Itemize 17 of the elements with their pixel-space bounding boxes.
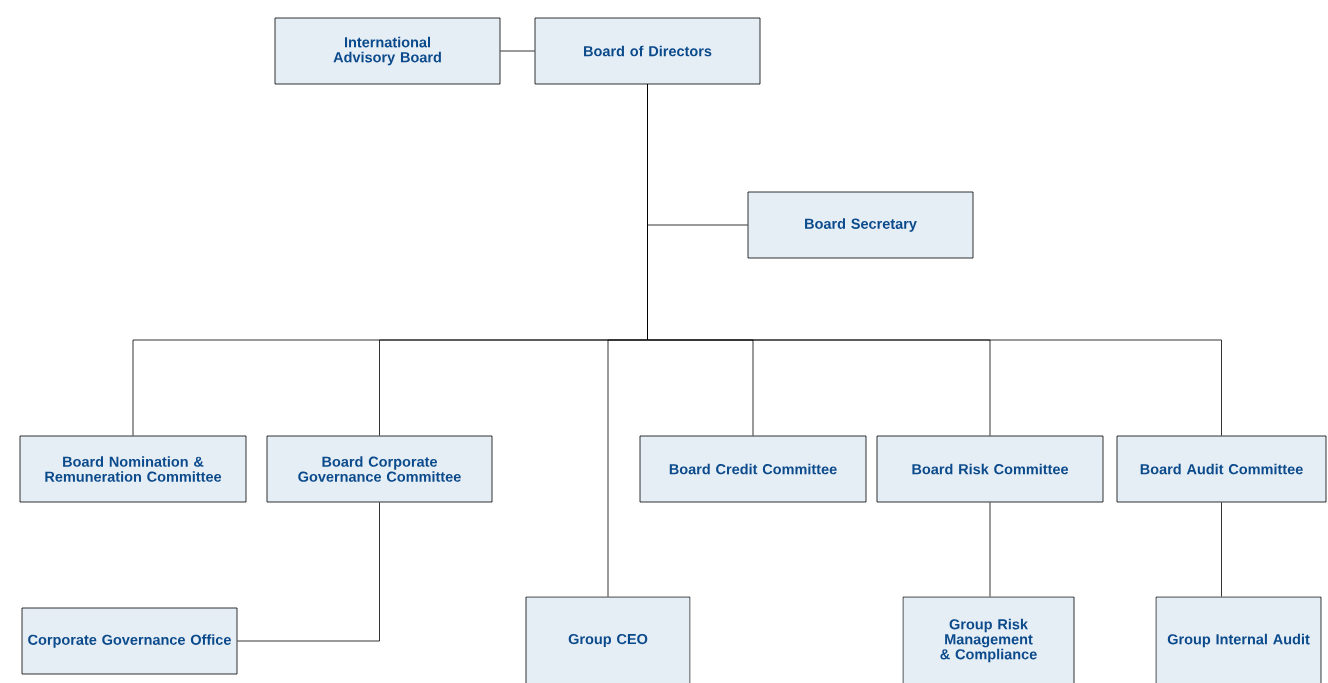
connector-line bbox=[989, 502, 991, 597]
org-box: Corporate Governance Office bbox=[21, 607, 238, 675]
connector-line bbox=[607, 84, 648, 597]
org-box: Board Secretary bbox=[747, 191, 974, 259]
connector-line bbox=[1221, 502, 1222, 597]
org-box: Board of Directors bbox=[534, 17, 761, 85]
org-box: International Advisory Board bbox=[274, 17, 501, 85]
org-box: Group Risk Management & Compliance bbox=[902, 596, 1075, 683]
org-box: Group CEO bbox=[525, 596, 691, 683]
org-box: Board Audit Committee bbox=[1116, 435, 1327, 503]
org-box: Group Internal Audit bbox=[1155, 596, 1322, 683]
connector-line bbox=[237, 502, 380, 642]
org-box: Board Risk Committee bbox=[876, 435, 1104, 503]
org-box: Board Credit Committee bbox=[639, 435, 867, 503]
org-box: Board Corporate Governance Committee bbox=[266, 435, 493, 503]
connector-line bbox=[500, 50, 535, 52]
org-box: Board Nomination & Remuneration Committee bbox=[19, 435, 247, 503]
